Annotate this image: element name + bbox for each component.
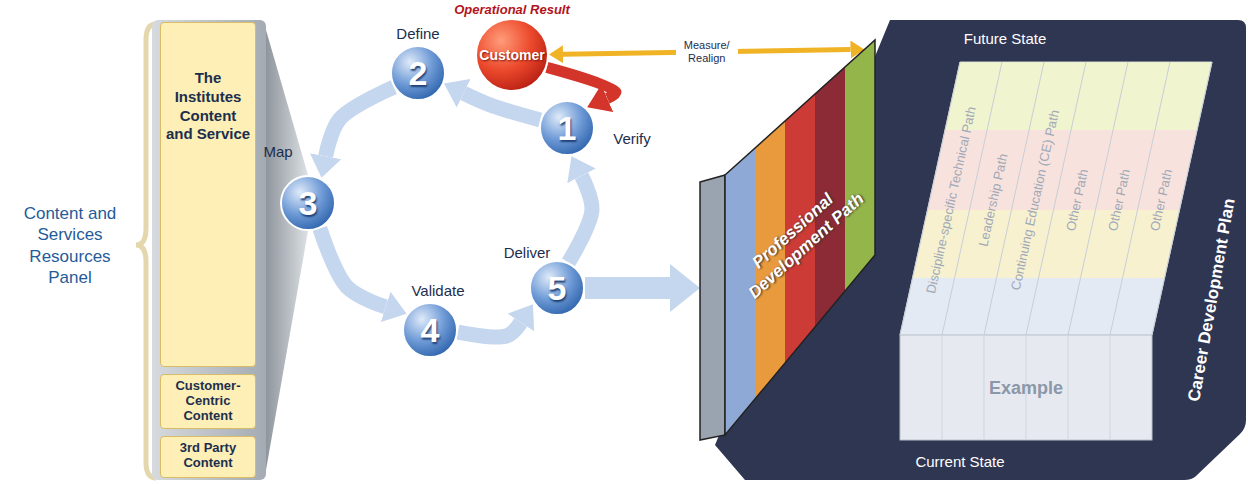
shape-group: [391, 46, 445, 100]
node-text: Customer: [479, 47, 544, 63]
shape-group: [476, 19, 548, 91]
shape-group: [530, 261, 584, 315]
node-label: Map: [233, 143, 323, 160]
career-plan-platform: Professional Development PathDiscipline-…: [700, 16, 1248, 484]
slab-front-line: [1110, 335, 1111, 440]
shape-group: [136, 20, 266, 480]
development-path-wall: Professional Development Path: [700, 38, 880, 442]
resources-panel: The Institutes Content and ServiceCustom…: [0, 18, 268, 482]
node-label: Validate: [393, 282, 483, 299]
label-slot: Operational Result: [422, 2, 602, 17]
text-holder: 1: [558, 109, 577, 148]
flow-arrow: [585, 277, 670, 299]
panel-backing: [152, 20, 266, 480]
step-disc: [403, 303, 457, 357]
text-holder: Customer: [479, 47, 544, 63]
content-box: Customer-Centric Content: [160, 374, 256, 429]
text-holder: 4: [421, 311, 440, 350]
node-label: Operational Result: [422, 2, 602, 17]
step-circle: 2Define: [390, 45, 446, 101]
node-label: Deliver: [482, 244, 572, 261]
slab-front: [900, 335, 1152, 440]
slab-front-line: [1068, 335, 1069, 440]
flow-arrow: [547, 67, 616, 98]
step-disc: [540, 101, 594, 155]
node-label: Verify: [587, 130, 677, 147]
step-disc: [281, 176, 335, 230]
wall-side: [700, 175, 725, 440]
node-text: 3rd Party Content: [165, 441, 251, 471]
shape-group: [281, 176, 335, 230]
node-label: Current State: [880, 453, 1040, 470]
label-slot: Current State: [880, 453, 1040, 470]
step-circle: 4Validate: [402, 302, 458, 358]
text-holder: 3rd Party Content: [165, 441, 251, 471]
node-label: Content and Services Resources Panel: [15, 203, 125, 288]
step-circle: 3Map: [280, 175, 336, 231]
customer-disc: [476, 19, 548, 91]
node-label: Define: [373, 25, 463, 42]
label-slot: Example: [966, 378, 1086, 399]
slab-front-line: [942, 335, 943, 440]
node-text: 3: [299, 184, 318, 223]
shape-group: [403, 303, 457, 357]
content-fan: [266, 30, 308, 470]
step-disc: [530, 261, 584, 315]
platform-base: [715, 20, 1246, 480]
node-text: 2: [409, 54, 428, 93]
flow-arrow: [464, 93, 540, 120]
slab-front-line: [984, 335, 985, 440]
text-holder: 5: [548, 269, 567, 308]
label-slot: Future State: [925, 30, 1085, 47]
label-slot: Map: [233, 143, 323, 160]
node-label: Example: [966, 378, 1086, 399]
shape-group: [540, 101, 594, 155]
label-slot: Define: [373, 25, 463, 42]
label-slot: Deliver: [482, 244, 572, 261]
flow-arrow: [320, 228, 386, 307]
step-disc: [391, 46, 445, 100]
wall-band: [845, 40, 875, 291]
customer-circle: CustomerOperational Result: [475, 18, 549, 92]
text-holder: 2: [409, 54, 428, 93]
label-slot: Validate: [393, 282, 483, 299]
step-circle: 1Verify: [539, 100, 595, 156]
node-text: Customer-Centric Content: [165, 379, 251, 424]
label-slot: Content and Services Resources Panel: [15, 203, 125, 288]
flow-arrow: [568, 176, 592, 263]
text-holder: Customer-Centric Content: [165, 379, 251, 424]
node-text: 1: [558, 109, 577, 148]
shape-group: [715, 20, 1246, 480]
text-holder: The Institutes Content and Service: [165, 27, 251, 144]
edge-label: Measure/ Realign: [676, 38, 738, 65]
text-holder: 3: [299, 184, 318, 223]
edge-label-slot: Measure/ Realign: [676, 38, 738, 65]
node-text: 5: [548, 269, 567, 308]
flow-arrow: [458, 322, 521, 337]
content-box: The Institutes Content and Service: [160, 22, 256, 367]
step-circle: 5Deliver: [529, 260, 585, 316]
content-box: 3rd Party Content: [160, 436, 256, 478]
label-slot: Verify: [587, 130, 677, 147]
node-text: The Institutes Content and Service: [165, 27, 251, 144]
path-slab: Discipline-specific Technical PathLeader…: [895, 55, 1220, 445]
flow-arrow: [326, 87, 394, 156]
node-text: 4: [421, 311, 440, 350]
node-label: Future State: [925, 30, 1085, 47]
